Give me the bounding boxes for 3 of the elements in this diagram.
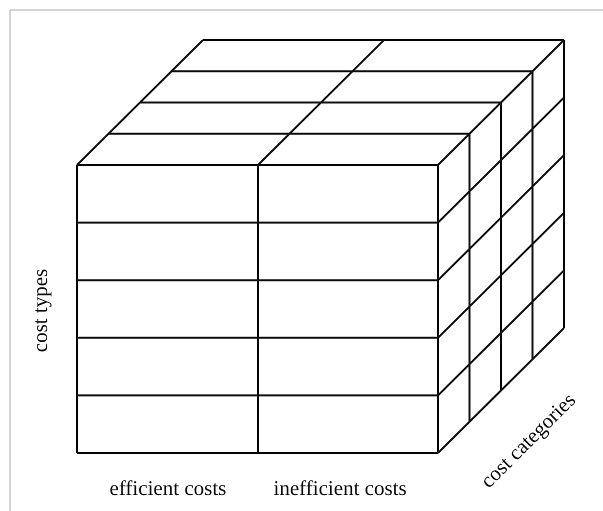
axis-label: efficient costs <box>110 478 226 498</box>
axis-label: cost types <box>30 268 51 352</box>
axis-label: inefficient costs <box>274 478 407 498</box>
